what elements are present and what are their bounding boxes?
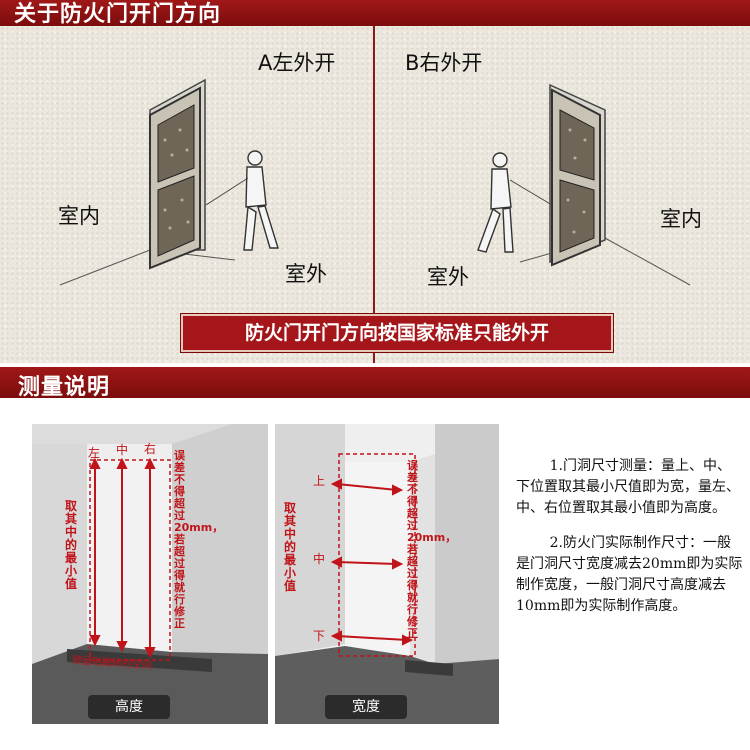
note-actual-size: 2.防火门实际制作尺寸：一般是门洞尺寸宽度减去20mm即为实际制作宽度，一般门洞…	[516, 535, 743, 614]
section-title: 关于防火门开门方向	[14, 1, 222, 27]
width-diagram	[275, 424, 499, 724]
note-door-opening: 1.门洞尺寸测量：量上、中、下位置取其最小尺值即为宽，量左、中、右位置取其最小值…	[516, 458, 740, 516]
height-diagram-panel: 左 中 右 取其中的最小值 误差不得超过20mm，若超过得就行修正 预留贴磁砖的…	[32, 424, 268, 724]
door-a-title: A左外开	[258, 51, 336, 75]
section-title-measurement: 测量说明	[18, 374, 111, 400]
standard-banner: 防火门开门方向按国家标准只能外开	[181, 314, 613, 352]
door-b-illustration	[477, 83, 691, 286]
width-button: 宽度	[325, 695, 407, 719]
spacer-strip	[0, 363, 750, 367]
door-direction-illustration	[0, 26, 750, 363]
door-a-illustration	[59, 78, 279, 286]
height-label-left: 左	[88, 446, 101, 460]
section-header-door-direction: 关于防火门开门方向	[0, 0, 750, 27]
measurement-notes: 1.门洞尺寸测量：量上、中、下位置取其最小尺值即为宽，量左、中、右位置取其最小值…	[516, 456, 744, 631]
door-a-indoor-label: 室内	[58, 204, 100, 228]
width-label-top: 上	[313, 474, 326, 488]
divider-line	[373, 26, 375, 363]
width-label-middle: 中	[313, 552, 326, 566]
height-label-right: 右	[144, 442, 157, 456]
width-error-note: 误差不得超过20mm，若超过得就行修正	[407, 459, 456, 640]
door-a-outdoor-label: 室外	[285, 262, 327, 286]
door-b-indoor-label: 室内	[660, 207, 702, 231]
door-b-outdoor-label: 室外	[427, 265, 469, 289]
height-button: 高度	[88, 695, 170, 719]
height-error-note: 误差不得超过20mm，若超过得就行修正	[174, 449, 223, 630]
section-header-measurement: 测量说明	[0, 367, 750, 400]
height-min-note: 取其中的最小值	[65, 499, 78, 591]
height-label-center: 中	[116, 443, 129, 457]
door-b-title: B右外开	[405, 51, 483, 75]
width-diagram-panel: 上 中 下 取其中的最小值 误差不得超过20mm，若超过得就行修正 宽度	[275, 424, 499, 724]
width-label-bottom: 下	[313, 629, 326, 643]
width-min-note: 取其中的最小值	[284, 501, 297, 593]
